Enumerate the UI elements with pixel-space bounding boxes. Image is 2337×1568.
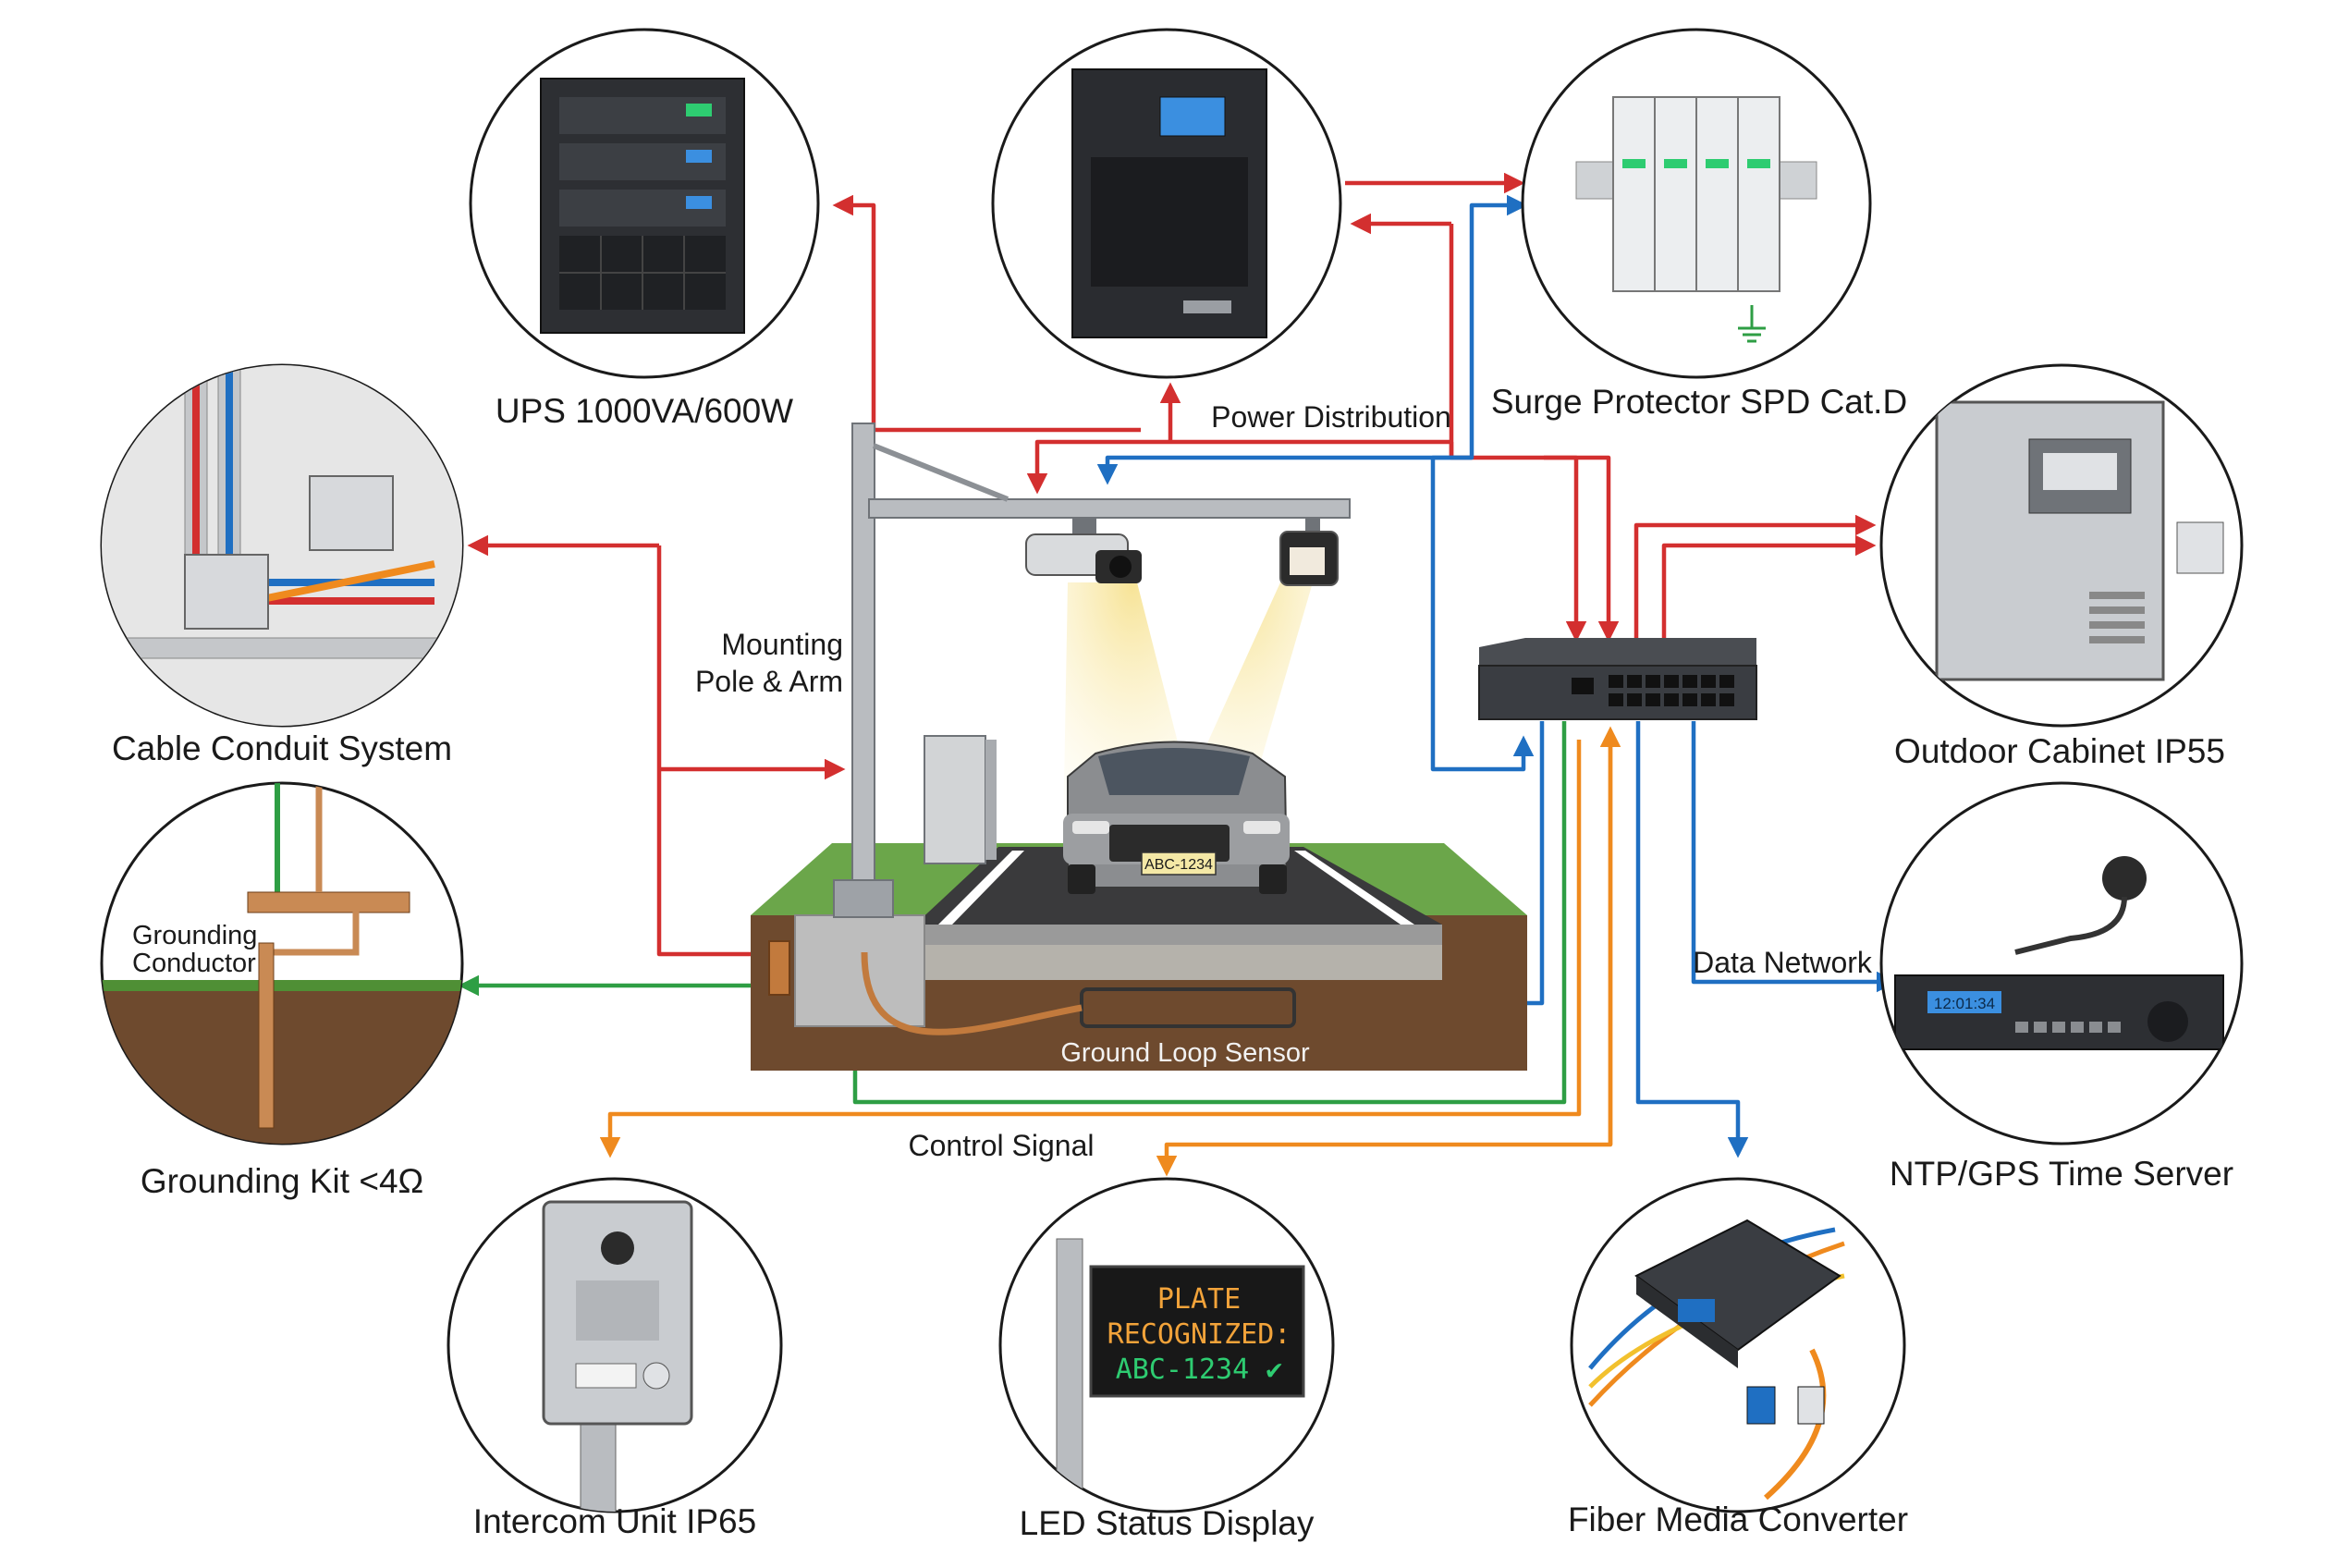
cable-conduit-node: Cable Conduit System [100,363,464,767]
concrete-foundation [794,914,925,1027]
outdoor-cabinet-node: Outdoor Cabinet IP55 [1879,363,2244,770]
control-signal-label: Control Signal [909,1129,1095,1162]
cabinet-label: Outdoor Cabinet IP55 [1894,732,2225,770]
ntp-display-text: 12:01:34 [1934,995,1995,1012]
led-display-icon [1056,1238,1305,1512]
ground-terminal [768,940,790,996]
data-line-surge [1469,194,1528,442]
cable-conduit-icon [102,365,462,726]
surge-protector-node: Surge Protector SPD Cat.D [1491,28,1907,421]
lpr-camera-icon [1025,518,1142,583]
power-line-vertical [1449,224,1587,643]
tower-ups-icon [1071,68,1267,338]
power-distribution-label: Power Distribution [1211,400,1451,434]
tower-ups-node [991,28,1342,379]
ups-rack-icon [540,78,745,334]
power-line-cabinet [1633,514,1877,638]
data-line-ntp [1691,721,1898,993]
gravel-layer [906,945,1442,980]
road-line-left [938,851,1024,925]
control-box [924,735,986,864]
control-box-side [985,740,997,860]
ntp-gps-node: 12:01:34 NTP/GPS Time Server [1879,781,2244,1193]
network-switch-icon [1478,638,1757,720]
intercom-icon [542,1200,693,1512]
intercom-label: Intercom Unit IP65 [473,1502,756,1540]
power-line-camera [1026,439,1141,495]
grounding-conductor-label-line1: Grounding [132,921,257,950]
power-line-ups [832,194,1141,433]
fiber-converter-icon [1588,1219,1845,1501]
ntp-label: NTP/GPS Time Server [1890,1155,2233,1193]
road-line-right [1294,851,1414,925]
parking-scene: Ground Loop Sensor [695,423,1527,1071]
data-line-camera [1096,442,1474,485]
conduit-label: Cable Conduit System [112,729,452,767]
led-label: LED Status Display [1020,1504,1315,1542]
pole-label-line1: Mounting [721,628,843,661]
mounting-pole [851,423,875,914]
led-line2: RECOGNIZED: [1107,1318,1291,1351]
data-line-to-switch [1430,455,1535,772]
fiber-converter-node: Fiber Media Converter [1568,1177,1908,1538]
grounding-kit-node: Grounding Conductor Grounding Kit <4Ω [100,781,464,1200]
pole-arm [868,498,1351,519]
outdoor-cabinet-icon [1935,400,2224,681]
led-display-node: PLATE RECOGNIZED: ABC-1234 ✔ LED Status … [998,1177,1335,1542]
ups-label: UPS 1000VA/600W [496,392,793,430]
license-plate-text: ABC-1234 [1144,857,1213,873]
power-line-cabinet2 [1661,534,1877,638]
ground-loop-label: Ground Loop Sensor [1060,1038,1310,1068]
led-line1: PLATE [1157,1283,1241,1316]
ntp-gps-icon [1894,856,2224,1050]
fiber-label: Fiber Media Converter [1568,1501,1908,1538]
pole-label-line2: Pole & Arm [695,665,843,698]
illuminator-icon [1279,518,1339,586]
power-line-left-vertical [656,545,777,965]
pole-base [833,879,894,918]
car-icon [1063,741,1290,894]
intercom-node: Intercom Unit IP65 [447,1177,783,1540]
road-curb [915,925,1442,945]
surge-label: Surge Protector SPD Cat.D [1491,383,1907,421]
power-line-switch [1544,455,1620,643]
grounding-conductor-label-line2: Conductor [132,949,256,978]
led-line3: ABC-1234 ✔ [1116,1354,1283,1386]
control-line-intercom [599,740,1582,1158]
loop-cable [861,951,1083,1035]
surge-protector-icon [1575,96,1817,343]
grounding-kit-label: Grounding Kit <4Ω [141,1162,423,1200]
data-network-label: Data Network [1693,946,1873,979]
ups-rack-node: UPS 1000VA/600W [469,28,820,430]
license-plate [1141,851,1217,876]
pole-brace [872,443,1009,502]
data-line-fiber [1635,721,1749,1158]
connection-lines [458,172,1898,1177]
